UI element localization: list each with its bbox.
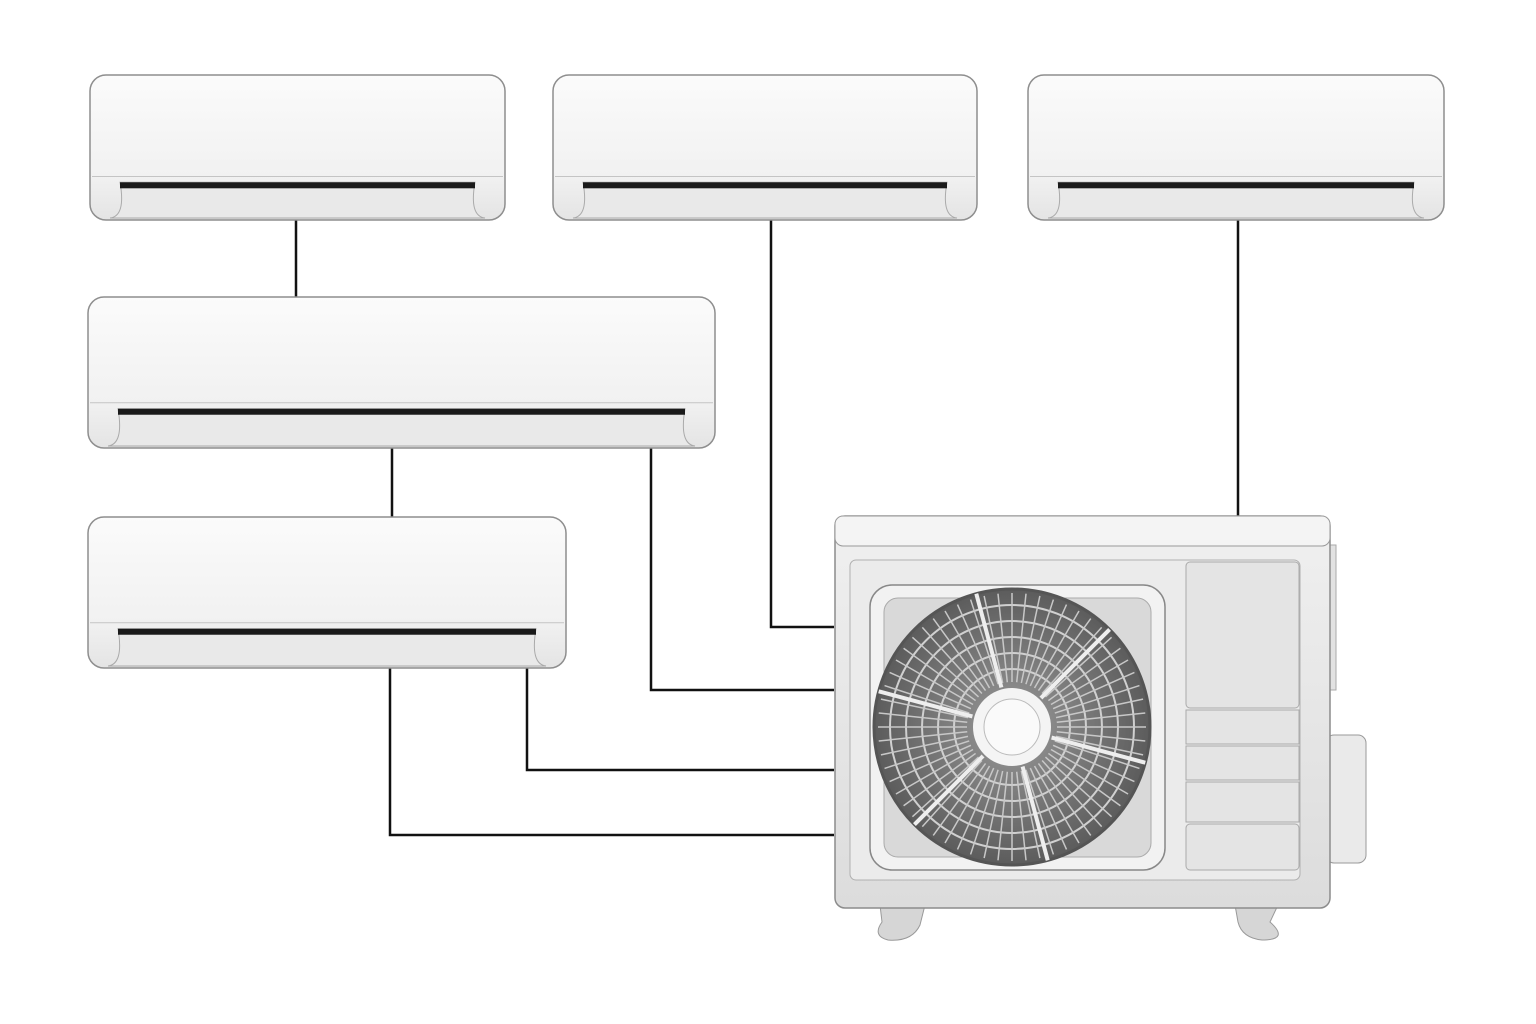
guard-spoke	[895, 659, 974, 706]
louver-recess	[107, 408, 696, 447]
louver-recess	[572, 181, 958, 219]
guard-spoke	[911, 756, 980, 818]
indoor-unit-2	[552, 74, 978, 221]
vent-slot	[118, 408, 685, 415]
indoor-unit-5	[87, 516, 567, 669]
service-panel-bottom	[1185, 823, 1300, 871]
guard-spoke	[1041, 626, 1103, 695]
guard-spoke	[1044, 756, 1113, 818]
guard-spoke	[1052, 744, 1135, 783]
guard-spoke	[956, 604, 995, 687]
guard-spoke	[1033, 765, 1080, 844]
guard-spoke	[884, 740, 970, 770]
guard-spoke	[969, 769, 999, 855]
guard-strut	[1038, 628, 1111, 701]
guard-strut	[913, 753, 986, 826]
louver-recess	[1047, 181, 1425, 219]
guard-spoke	[956, 767, 995, 850]
guard-spoke	[1055, 735, 1144, 756]
vent-slot	[583, 182, 947, 189]
guard-spoke	[983, 770, 1004, 859]
guard-spoke	[1020, 770, 1041, 859]
guard-spoke	[1025, 769, 1055, 855]
guard-strut	[878, 689, 974, 719]
guard-spoke	[880, 735, 969, 756]
service-panel	[1185, 561, 1300, 871]
guard-spoke	[1054, 684, 1140, 714]
guard-spoke	[911, 636, 980, 698]
guard-spoke	[1015, 593, 1027, 683]
louver-recess	[109, 181, 486, 219]
guard-spoke	[1056, 712, 1146, 724]
guard-spoke	[1029, 767, 1068, 850]
vent-slot	[1058, 182, 1414, 189]
guard-spoke	[1044, 636, 1113, 698]
vent-slot	[120, 182, 475, 189]
guard-spoke	[895, 748, 974, 795]
guard-spoke	[1041, 759, 1103, 828]
guard-spoke	[1025, 599, 1055, 685]
guard-spoke	[1054, 740, 1140, 770]
fan	[872, 587, 1152, 867]
line-unit-2-to-outdoor	[769, 220, 834, 629]
guard-strut	[1050, 735, 1146, 765]
guard-spoke	[889, 744, 972, 783]
louver-recess	[107, 628, 547, 667]
guard-spoke	[878, 730, 968, 742]
guard-spoke	[1050, 659, 1129, 706]
indoor-unit-4	[87, 296, 716, 449]
guard-spoke	[884, 684, 970, 714]
service-panel-section	[1185, 709, 1300, 745]
line-unit-4-to-outdoor	[649, 448, 834, 692]
guard-spoke	[1052, 671, 1135, 710]
service-panel-section	[1185, 781, 1300, 823]
guard-strut	[1020, 765, 1050, 861]
guard-spoke	[878, 712, 968, 724]
guard-spoke	[1047, 647, 1121, 702]
vent-slot	[118, 628, 536, 635]
guard-spoke	[1015, 771, 1027, 861]
guard-spoke	[944, 610, 991, 689]
left-foot	[877, 904, 926, 941]
fan-hub-center	[983, 698, 1041, 756]
guard-spoke	[969, 599, 999, 685]
guard-spoke	[997, 593, 1009, 683]
guard-spoke	[1037, 762, 1092, 836]
service-panel-top	[1185, 561, 1300, 709]
guard-spoke	[932, 618, 987, 692]
guard-spoke	[889, 671, 972, 710]
guard-spoke	[903, 752, 977, 807]
guard-spoke	[921, 626, 983, 695]
guard-spoke	[1047, 752, 1121, 807]
right-foot	[1234, 904, 1279, 941]
guard-spoke	[880, 698, 969, 719]
guard-spoke	[1056, 730, 1146, 742]
outdoor-unit	[834, 515, 1367, 941]
guard-spoke	[1033, 610, 1080, 689]
indoor-unit-3	[1027, 74, 1445, 221]
guard-spoke	[903, 647, 977, 702]
guard-spoke	[1037, 618, 1092, 692]
guard-spoke	[997, 771, 1009, 861]
guard-strut	[974, 593, 1004, 689]
guard-spoke	[1020, 595, 1041, 684]
guard-spoke	[1055, 698, 1144, 719]
service-panel-section	[1185, 745, 1300, 781]
guard-spoke	[1050, 748, 1129, 795]
top-lid	[834, 515, 1331, 547]
line-unit-5a-to-outdoor	[525, 668, 834, 772]
guard-spoke	[932, 762, 987, 836]
side-box	[1325, 734, 1367, 864]
indoor-unit-1	[89, 74, 506, 221]
guard-spoke	[944, 765, 991, 844]
guard-spoke	[983, 595, 1004, 684]
refrigerant-lines	[294, 220, 1240, 837]
guard-spoke	[921, 759, 983, 828]
line-unit-5b-to-outdoor	[388, 668, 834, 837]
guard-spoke	[1029, 604, 1068, 687]
